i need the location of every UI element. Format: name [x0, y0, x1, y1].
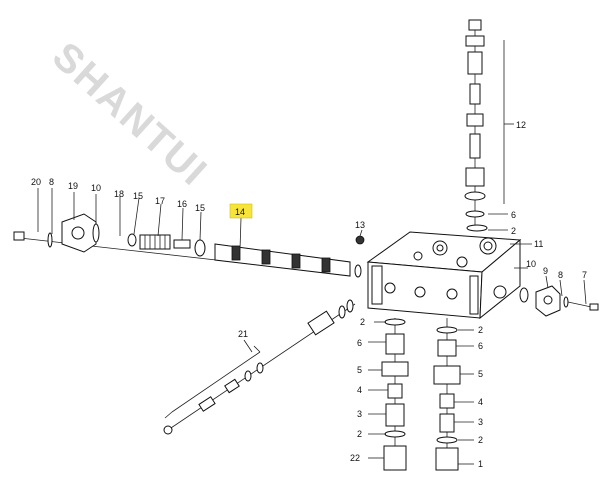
callout-6-bl: 6 [357, 338, 362, 348]
callout-15-left: 15 [133, 191, 143, 201]
top-valve-stack [464, 19, 488, 232]
callout-6-top: 6 [511, 210, 516, 220]
callout-5-bl: 5 [357, 365, 362, 375]
callout-2-bl-2: 2 [357, 429, 362, 439]
right-side-plug [519, 285, 599, 317]
spool-assembly [13, 213, 365, 278]
watermark: SHANTUI [44, 34, 216, 195]
callout-20: 20 [31, 177, 41, 187]
callout-6-br: 6 [478, 341, 483, 351]
callout-12: 12 [516, 120, 526, 130]
bottom-left-stack [381, 318, 409, 471]
callout-10-right: 10 [526, 259, 536, 269]
callout-9: 9 [543, 266, 548, 276]
diagonal-assembly-21 [163, 299, 356, 435]
bottom-right-stack [433, 318, 461, 471]
callout-2-br-2: 2 [478, 435, 483, 445]
callout-17: 17 [155, 196, 165, 206]
callout-2-br-1: 2 [478, 325, 483, 335]
callout-3-bl: 3 [357, 409, 362, 419]
callout-1: 1 [478, 459, 483, 469]
callout-3-br: 3 [478, 417, 483, 427]
callout-2-bl-1: 2 [360, 317, 365, 327]
callout-15-right: 15 [195, 203, 205, 213]
callout-11: 11 [534, 239, 543, 249]
callout-14-highlight: 14 [229, 203, 253, 219]
callout-8-right: 8 [558, 270, 563, 280]
callout-8-left: 8 [49, 177, 54, 187]
callout-19: 19 [68, 181, 78, 191]
callout-14-box [229, 203, 253, 219]
callout-7: 7 [582, 270, 587, 280]
callout-22: 22 [350, 453, 360, 463]
callout-10-left: 10 [91, 183, 101, 193]
callout-4-bl: 4 [357, 385, 362, 395]
callout-2-top: 2 [511, 226, 516, 236]
callout-21: 21 [238, 329, 248, 339]
callout-5-br: 5 [478, 369, 483, 379]
callout-labels: 20 8 19 10 18 15 17 16 15 14 13 12 6 2 1… [31, 120, 587, 469]
callout-13: 13 [355, 220, 365, 230]
valve-body-assembly [366, 231, 522, 320]
leader-lines [37, 40, 587, 465]
callout-16: 16 [177, 199, 187, 209]
callout-14: 14 [235, 207, 245, 217]
callout-18: 18 [114, 189, 124, 199]
watermark-text: SHANTUI [44, 34, 216, 195]
callout-4-br: 4 [478, 397, 483, 407]
